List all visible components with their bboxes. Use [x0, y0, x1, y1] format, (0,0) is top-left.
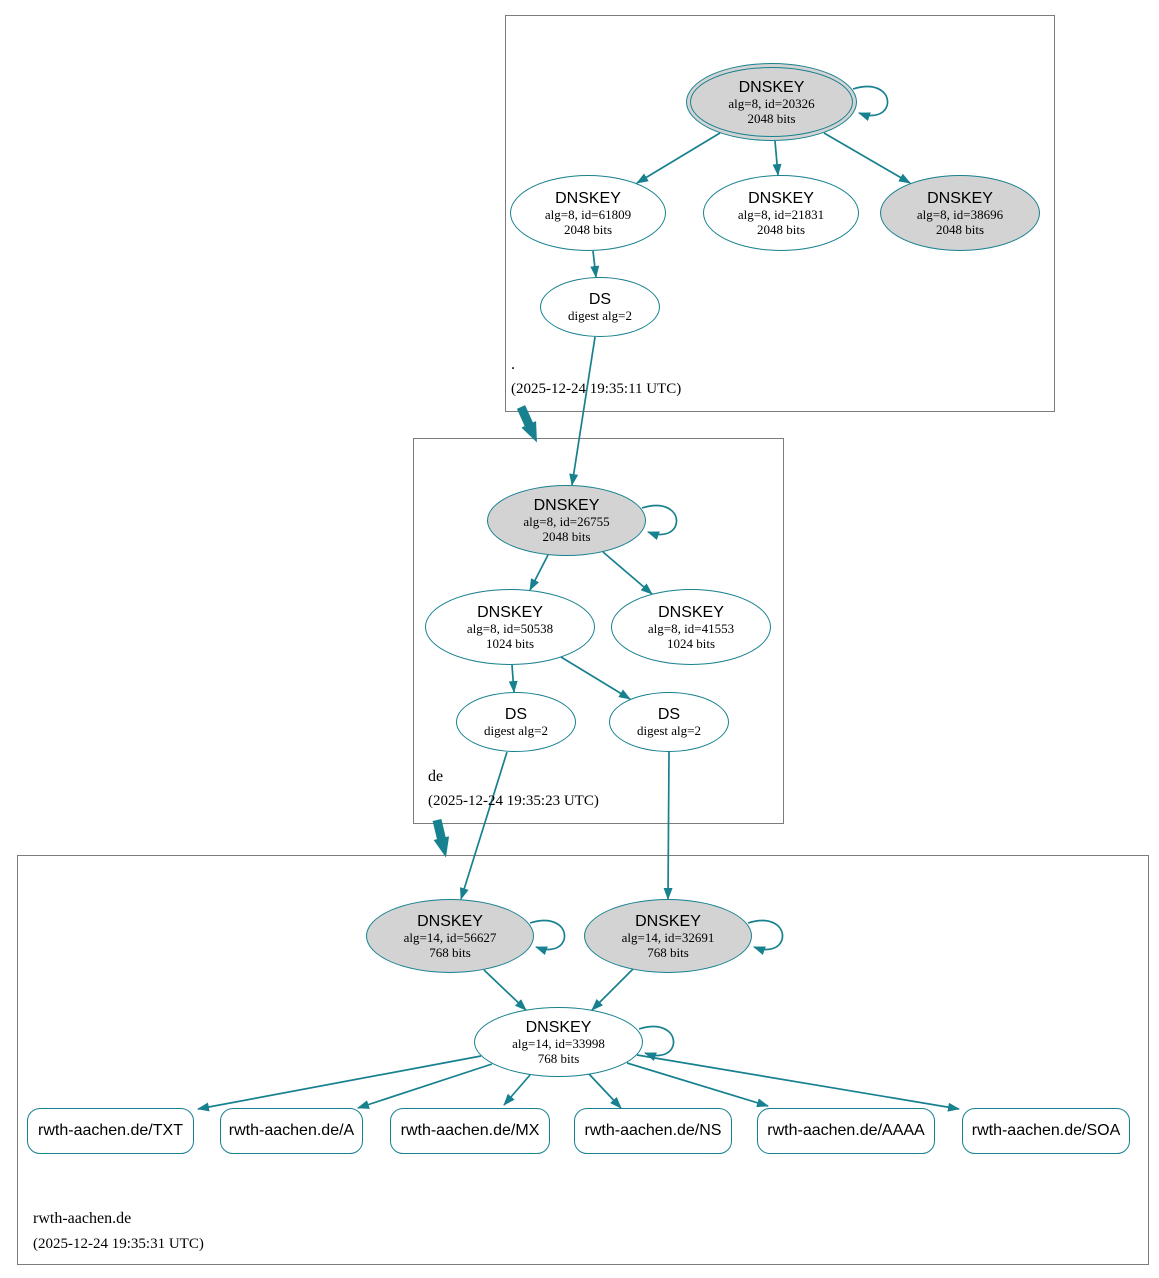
- rrset-node-a[interactable]: rwth-aachen.de/A: [220, 1108, 363, 1154]
- node-bits: 2048 bits: [563, 221, 613, 237]
- edge-root-ds-to-de-ksk: [569, 336, 596, 486]
- node-detail: alg=14, id=32691: [621, 929, 715, 945]
- node-bits: 2048 bits: [935, 221, 985, 237]
- node-title: DNSKEY: [533, 497, 600, 514]
- edge-rwth-zsk-to-ns: [588, 1073, 622, 1109]
- rrset-label: rwth-aachen.de/TXT: [38, 1122, 183, 1139]
- zone-box-root: [505, 15, 1055, 412]
- edge-de-zsk1-to-ds1: [508, 664, 518, 693]
- node-detail: digest alg=2: [567, 308, 633, 323]
- edge-de-ds2-to-rwth-ksk2: [663, 751, 673, 900]
- dnskey-node-de-zsk1[interactable]: DNSKEY alg=8, id=50538 1024 bits: [425, 589, 595, 665]
- edge-root-ksk-to-zsk1: [636, 132, 721, 184]
- edge-de-ksk-to-zsk2: [602, 551, 653, 595]
- node-detail: alg=8, id=21831: [737, 206, 825, 222]
- self-loop-de-ksk: [641, 504, 678, 540]
- node-title: DNSKEY: [635, 912, 701, 930]
- node-detail: alg=14, id=56627: [403, 929, 497, 945]
- rrset-node-ns[interactable]: rwth-aachen.de/NS: [574, 1108, 732, 1154]
- node-title: DNSKEY: [417, 912, 483, 930]
- self-loop-rwth-ksk2: [747, 919, 784, 955]
- edge-root-ksk-to-zsk3: [823, 132, 911, 184]
- node-detail: alg=8, id=50538: [466, 620, 554, 636]
- node-title: DS: [657, 706, 681, 723]
- self-loop-root-ksk: [852, 85, 889, 121]
- edge-de-ksk-to-zsk1: [529, 554, 549, 591]
- edge-rwth-zsk-to-mx: [503, 1074, 531, 1106]
- edge-root-zsk1-to-ds: [590, 250, 600, 278]
- node-bits: 768 bits: [537, 1050, 580, 1066]
- zone-timestamp-root: (2025-12-24 19:35:11 UTC): [511, 381, 682, 397]
- edge-rwth-zsk-to-a: [357, 1063, 493, 1109]
- zone-box-de: [413, 438, 784, 824]
- node-title: DS: [588, 291, 612, 308]
- edge-de-ds1-to-rwth-ksk1: [459, 751, 508, 900]
- zone-label-rwth: rwth-aachen.de: [33, 1210, 132, 1227]
- ds-node-de-2[interactable]: DS digest alg=2: [609, 692, 729, 752]
- edge-rwth-zsk-to-soa: [636, 1054, 960, 1112]
- edge-root-ksk-to-zsk2: [772, 140, 782, 176]
- zone-timestamp-de: (2025-12-24 19:35:23 UTC): [428, 793, 599, 809]
- rrset-label: rwth-aachen.de/MX: [400, 1122, 540, 1139]
- node-title: DNSKEY: [555, 189, 621, 207]
- node-bits: 2048 bits: [747, 110, 796, 126]
- dnskey-node-rwth-ksk2[interactable]: DNSKEY alg=14, id=32691 768 bits: [584, 899, 752, 973]
- zone-box-rwth-aachen-de: [17, 855, 1149, 1265]
- dnskey-node-de-ksk[interactable]: DNSKEY alg=8, id=26755 2048 bits: [487, 485, 646, 556]
- rrset-label: rwth-aachen.de/NS: [584, 1122, 722, 1139]
- edge-rwth-zsk-to-aaaa: [626, 1062, 769, 1108]
- node-bits: 1024 bits: [485, 635, 535, 651]
- edge-rwth-ksk2-to-zsk: [591, 968, 634, 1011]
- node-detail: alg=8, id=61809: [544, 206, 632, 222]
- delegation-arrow-de-to-rwth: [432, 818, 450, 858]
- dnskey-node-root-ksk[interactable]: DNSKEY alg=8, id=20326 2048 bits: [686, 63, 857, 141]
- node-detail: alg=8, id=38696: [916, 206, 1004, 222]
- ds-node-root[interactable]: DS digest alg=2: [540, 277, 660, 337]
- rrset-node-soa[interactable]: rwth-aachen.de/SOA: [962, 1108, 1130, 1154]
- rrset-node-aaaa[interactable]: rwth-aachen.de/AAAA: [757, 1108, 935, 1154]
- zone-label-root: .: [511, 356, 515, 373]
- node-bits: 2048 bits: [756, 221, 806, 237]
- node-title: DNSKEY: [658, 603, 724, 621]
- node-title: DS: [504, 706, 528, 723]
- zone-timestamp-rwth: (2025-12-24 19:35:31 UTC): [33, 1236, 204, 1252]
- node-detail: alg=8, id=41553: [647, 620, 735, 636]
- node-bits: 1024 bits: [666, 635, 716, 651]
- node-title: DNSKEY: [738, 78, 805, 96]
- node-bits: 768 bits: [647, 944, 689, 960]
- self-loop-rwth-ksk1: [529, 919, 566, 955]
- node-detail: digest alg=2: [483, 723, 549, 738]
- dnskey-node-root-zsk3[interactable]: DNSKEY alg=8, id=38696 2048 bits: [880, 175, 1040, 251]
- self-loop-rwth-zsk: [638, 1025, 675, 1061]
- node-detail: digest alg=2: [636, 723, 702, 738]
- node-title: DNSKEY: [927, 189, 993, 207]
- node-title: DNSKEY: [748, 189, 814, 207]
- zone-label-de: de: [428, 768, 444, 785]
- node-detail: alg=14, id=33998: [512, 1035, 605, 1051]
- node-title: DNSKEY: [477, 603, 543, 621]
- rrset-node-mx[interactable]: rwth-aachen.de/MX: [390, 1108, 550, 1154]
- node-detail: alg=8, id=20326: [728, 95, 815, 111]
- dnskey-node-rwth-ksk1[interactable]: DNSKEY alg=14, id=56627 768 bits: [366, 899, 534, 973]
- ds-node-de-1[interactable]: DS digest alg=2: [456, 692, 576, 752]
- dnskey-node-root-zsk2[interactable]: DNSKEY alg=8, id=21831 2048 bits: [703, 175, 859, 251]
- edge-rwth-ksk1-to-zsk: [483, 969, 527, 1011]
- edge-rwth-zsk-to-txt: [197, 1055, 482, 1112]
- edge-de-zsk1-to-ds2: [560, 656, 631, 700]
- dnskey-node-root-zsk1[interactable]: DNSKEY alg=8, id=61809 2048 bits: [510, 175, 666, 251]
- node-bits: 2048 bits: [542, 529, 591, 544]
- rrset-label: rwth-aachen.de/AAAA: [767, 1122, 925, 1139]
- node-title: DNSKEY: [525, 1018, 592, 1036]
- rrset-label: rwth-aachen.de/A: [228, 1122, 355, 1139]
- delegation-arrow-root-to-de: [516, 405, 537, 443]
- node-detail: alg=8, id=26755: [523, 514, 610, 529]
- dnskey-node-de-zsk2[interactable]: DNSKEY alg=8, id=41553 1024 bits: [611, 589, 771, 665]
- node-bits: 768 bits: [429, 944, 471, 960]
- rrset-node-txt[interactable]: rwth-aachen.de/TXT: [27, 1108, 194, 1154]
- dnskey-node-rwth-zsk[interactable]: DNSKEY alg=14, id=33998 768 bits: [474, 1007, 643, 1077]
- rrset-label: rwth-aachen.de/SOA: [971, 1122, 1121, 1139]
